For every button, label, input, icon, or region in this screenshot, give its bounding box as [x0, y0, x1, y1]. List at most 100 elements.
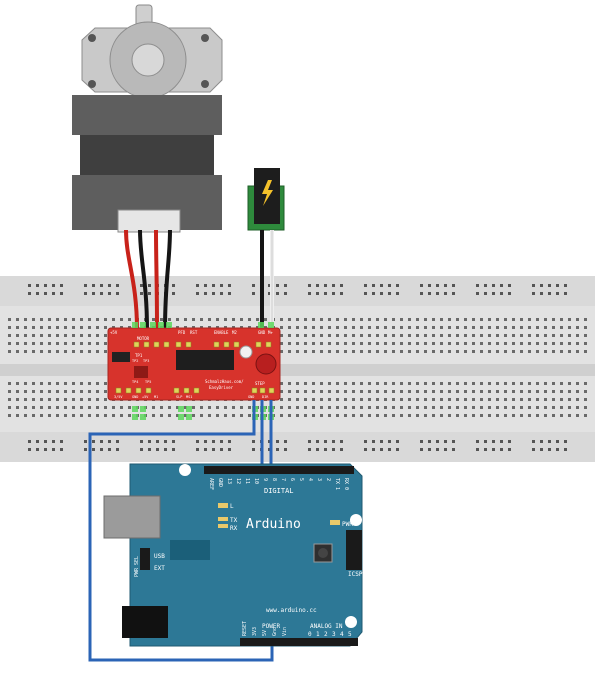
breadboard-hole [556, 292, 559, 295]
breadboard-hole [196, 284, 199, 287]
breadboard-hole [544, 414, 547, 417]
breadboard-hole [500, 440, 503, 443]
breadboard-hole [8, 350, 11, 353]
breadboard-hole [104, 382, 107, 385]
power-pin-label: Gnd [272, 627, 278, 636]
digital-pin-label: RX 0 [343, 478, 349, 490]
breadboard-hole [456, 342, 459, 345]
connection-highlight [258, 322, 264, 328]
breadboard-hole [544, 350, 547, 353]
breadboard-hole [344, 334, 347, 337]
breadboard-hole [340, 448, 343, 451]
breadboard-hole [408, 414, 411, 417]
digital-pin-label: 13 [226, 478, 232, 484]
breadboard-hole [280, 326, 283, 329]
breadboard-hole [108, 440, 111, 443]
breadboard-hole [336, 390, 339, 393]
breadboard-hole [340, 284, 343, 287]
breadboard-hole [488, 406, 491, 409]
breadboard-hole [16, 350, 19, 353]
breadboard-hole [192, 414, 195, 417]
breadboard-hole [328, 318, 331, 321]
breadboard-hole [304, 334, 307, 337]
breadboard-hole [432, 406, 435, 409]
breadboard-hole [108, 292, 111, 295]
breadboard-hole [476, 284, 479, 287]
breadboard-hole [568, 334, 571, 337]
breadboard-hole [488, 350, 491, 353]
breadboard-hole [504, 382, 507, 385]
breadboard-hole [224, 406, 227, 409]
breadboard-hole [484, 440, 487, 443]
breadboard-hole [432, 414, 435, 417]
breadboard-hole [440, 326, 443, 329]
ed-header-label: +5V [110, 330, 118, 335]
breadboard-hole [424, 342, 427, 345]
breadboard-hole [80, 350, 83, 353]
breadboard-hole [496, 398, 499, 401]
breadboard-hole [556, 284, 559, 287]
breadboard-hole [212, 292, 215, 295]
breadboard-hole [496, 406, 499, 409]
breadboard-hole [240, 414, 243, 417]
breadboard-hole [40, 326, 43, 329]
ed-pin-name: TP5 [145, 380, 151, 384]
breadboard-hole [480, 334, 483, 337]
breadboard-hole [384, 342, 387, 345]
motor-body-upper [72, 95, 222, 135]
breadboard-hole [80, 406, 83, 409]
breadboard-hole [400, 382, 403, 385]
breadboard-hole [116, 440, 119, 443]
breadboard-hole [476, 448, 479, 451]
ed-pin-name: TP2 [132, 359, 138, 363]
breadboard-hole [392, 406, 395, 409]
ed-header-pin [173, 387, 180, 394]
breadboard-hole [496, 414, 499, 417]
connection-highlight [132, 406, 138, 412]
breadboard-hole [472, 326, 475, 329]
breadboard-hole [384, 326, 387, 329]
breadboard-hole [488, 398, 491, 401]
digital-pin-label: 4 [307, 478, 313, 481]
pwr-sel-jumper[interactable] [140, 548, 150, 570]
breadboard-hole [72, 334, 75, 337]
breadboard-hole [432, 390, 435, 393]
breadboard-hole [88, 326, 91, 329]
breadboard-hole [264, 318, 267, 321]
breadboard-hole [484, 284, 487, 287]
breadboard-hole [88, 390, 91, 393]
breadboard-hole [152, 406, 155, 409]
breadboard-hole [496, 318, 499, 321]
breadboard-hole [320, 414, 323, 417]
breadboard-hole [24, 398, 27, 401]
connection-highlight [150, 322, 156, 328]
breadboard-hole [448, 326, 451, 329]
breadboard-hole [564, 440, 567, 443]
connection-highlight [140, 406, 146, 412]
breadboard-hole [100, 440, 103, 443]
breadboard-hole [504, 398, 507, 401]
breadboard-hole [280, 318, 283, 321]
ed-header-pin [135, 387, 142, 394]
breadboard-hole [428, 284, 431, 287]
breadboard-hole [232, 318, 235, 321]
breadboard-hole [24, 350, 27, 353]
breadboard-hole [204, 292, 207, 295]
breadboard-hole [448, 318, 451, 321]
reset-button-cap[interactable] [318, 548, 328, 558]
breadboard-hole [544, 382, 547, 385]
breadboard-hole [464, 414, 467, 417]
ed-capacitor [255, 353, 277, 375]
breadboard-hole [332, 284, 335, 287]
breadboard-hole [512, 390, 515, 393]
breadboard-hole [308, 292, 311, 295]
breadboard-hole [296, 334, 299, 337]
breadboard-hole [584, 406, 587, 409]
breadboard-hole [80, 414, 83, 417]
power-pin-label: 3V3 [252, 627, 258, 636]
ed-header-label: M2 [232, 330, 237, 335]
analog-pin-label: 3 [332, 631, 336, 638]
breadboard-hole [424, 350, 427, 353]
analog-pin-label: 1 [316, 631, 320, 638]
led-label-rx: RX [230, 525, 238, 532]
